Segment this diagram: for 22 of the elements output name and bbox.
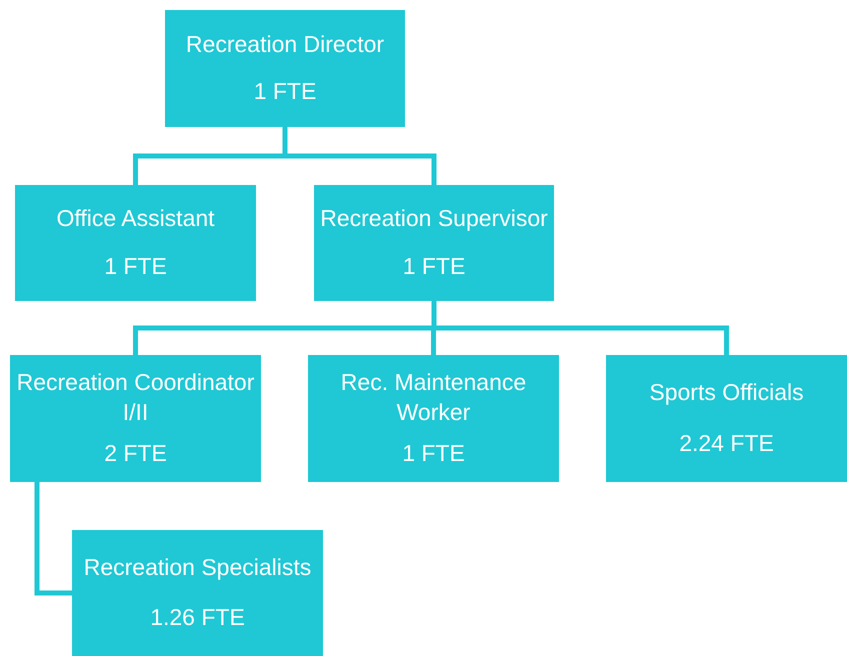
fte-count: 2 FTE [104,439,167,468]
job-title: Sports Officials [649,378,804,408]
fte-count: 1 FTE [402,252,466,281]
connector-line [34,482,72,596]
position-box [10,355,261,482]
fte-count: 1 FTE [104,252,167,281]
fte-count: 1 FTE [402,439,465,468]
position-box [15,185,256,301]
fte-count: 1.26 FTE [150,603,245,632]
job-title: Recreation Coordinator I/II [16,368,255,427]
position-box [165,10,405,127]
position-box [606,355,847,482]
job-title: Recreation Specialists [84,552,312,582]
fte-count: 2.24 FTE [679,429,774,458]
job-title: Recreation Director [186,30,384,59]
position-box [308,355,559,482]
fte-count: 1 FTE [254,77,316,106]
position-box [72,530,323,656]
job-title: Recreation Supervisor [320,204,548,234]
job-title: Rec. Maintenance Worker [340,368,528,427]
job-title: Office Assistant [56,204,215,234]
position-box [314,185,554,301]
